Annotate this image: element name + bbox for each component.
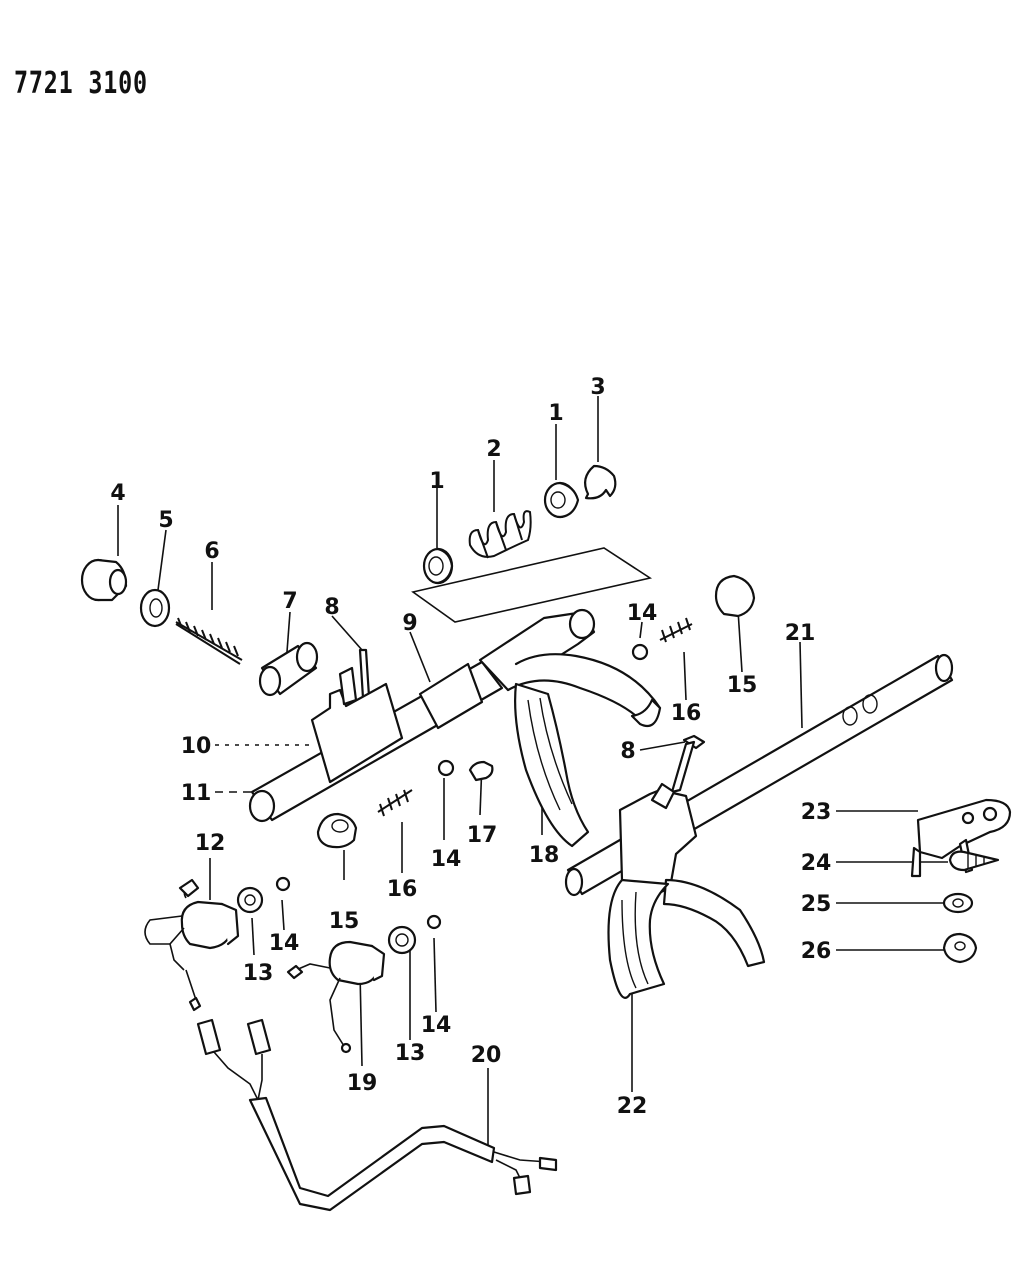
callout-15a: 15 xyxy=(727,673,758,698)
callout-4: 4 xyxy=(110,481,125,506)
callout-14d: 14 xyxy=(421,1013,452,1038)
callout-14a: 14 xyxy=(627,601,658,626)
middle-detent-parts xyxy=(316,789,413,849)
callout-2: 2 xyxy=(486,437,501,462)
switch-and-harness xyxy=(144,876,558,1212)
callout-8a: 8 xyxy=(324,595,339,620)
callout-14b: 14 xyxy=(431,847,462,872)
callout-labels: 1 2 1 3 4 5 6 7 8 9 14 15 16 21 10 11 8 … xyxy=(110,375,831,1119)
callout-5: 5 xyxy=(158,508,173,533)
callout-1b: 1 xyxy=(548,401,563,426)
callout-21: 21 xyxy=(785,621,816,646)
callout-26: 26 xyxy=(801,939,832,964)
callout-14c: 14 xyxy=(269,931,300,956)
left-spring-part-6 xyxy=(175,617,243,665)
left-plug-group xyxy=(80,558,756,716)
callout-16a: 16 xyxy=(671,701,702,726)
right-hardware xyxy=(910,798,1012,964)
lower-shift-rail xyxy=(564,653,954,999)
callout-7: 7 xyxy=(282,589,297,614)
callout-24: 24 xyxy=(801,851,832,876)
upper-detent-group xyxy=(411,464,653,623)
callout-8b: 8 xyxy=(620,739,635,764)
callout-17: 17 xyxy=(467,823,498,848)
callout-15b: 15 xyxy=(329,909,360,934)
callout-3: 3 xyxy=(590,375,605,400)
callout-22: 22 xyxy=(617,1094,648,1119)
callout-18: 18 xyxy=(529,843,560,868)
callout-9: 9 xyxy=(402,611,417,636)
upper-shift-rail xyxy=(248,608,706,848)
callout-13b: 13 xyxy=(395,1041,426,1066)
diagram-code: 7721 3100 xyxy=(14,66,148,101)
callout-25: 25 xyxy=(801,892,832,917)
right-spring-part-16 xyxy=(659,617,693,643)
callout-20: 20 xyxy=(471,1043,502,1068)
callout-1a: 1 xyxy=(429,469,444,494)
callout-6: 6 xyxy=(204,539,219,564)
callout-10: 10 xyxy=(181,734,212,759)
callout-12: 12 xyxy=(195,831,226,856)
callout-13a: 13 xyxy=(243,961,274,986)
callout-23: 23 xyxy=(801,800,832,825)
callout-11: 11 xyxy=(181,781,212,806)
callout-16b: 16 xyxy=(387,877,418,902)
callout-19: 19 xyxy=(347,1071,378,1096)
upper-spring-part-2 xyxy=(468,510,532,559)
